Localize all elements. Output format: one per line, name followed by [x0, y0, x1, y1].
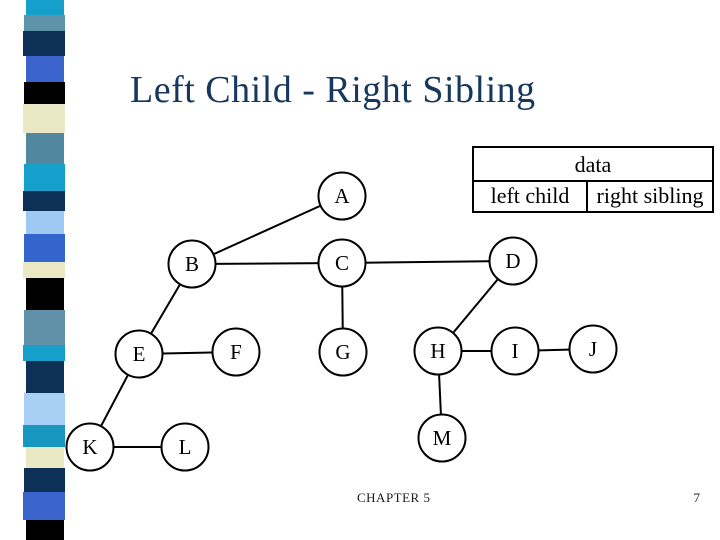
tree-node-circle-e	[114, 329, 164, 379]
ribbon-block	[24, 468, 65, 492]
ribbon-block	[24, 310, 65, 345]
tree-node-label-e: E	[133, 342, 146, 366]
tree-node-circles	[65, 171, 618, 472]
tree-node-circle-g	[318, 327, 368, 377]
table-header-data: data	[474, 148, 712, 182]
ribbon-block	[26, 133, 64, 164]
table-cell-left-child: left child	[474, 182, 588, 211]
tree-node-circle-j	[568, 324, 618, 374]
edge-b-c	[191, 262, 343, 265]
ribbon-block	[26, 447, 64, 468]
tree-node-label-j: J	[589, 337, 597, 361]
decorative-ribbon	[23, 0, 65, 540]
ribbon-block	[24, 15, 65, 31]
ribbon-block	[23, 345, 65, 361]
tree-node-label-g: G	[335, 340, 350, 364]
tree-node-circle-i	[490, 326, 540, 376]
ribbon-block	[23, 262, 65, 278]
tree-node-circle-c	[317, 238, 367, 288]
tree-edges	[89, 195, 594, 448]
tree-node-circle-a	[317, 171, 367, 221]
table-row: left child right sibling	[474, 182, 712, 211]
table-cell-right-sibling: right sibling	[596, 183, 704, 208]
ribbon-block	[23, 31, 65, 56]
ribbon-block	[23, 104, 65, 133]
tree-node-label-l: L	[179, 435, 192, 459]
ribbon-block	[24, 234, 65, 262]
tree-node-labels: A B C D E F G H I J K L M	[82, 184, 597, 459]
tree-node-label-c: C	[335, 251, 349, 275]
node-structure-table: data left child right sibling	[472, 146, 714, 213]
ribbon-block	[24, 164, 65, 191]
tree-node-label-h: H	[430, 339, 445, 363]
tree-node-label-m: M	[433, 426, 452, 450]
ribbon-block	[26, 56, 64, 82]
tree-node-label-i: I	[512, 339, 519, 363]
footer-page-number: 7	[693, 490, 701, 505]
ribbon-block	[26, 278, 64, 310]
tree-node-circle-l	[160, 422, 210, 472]
ribbon-block	[24, 393, 65, 425]
ribbon-block	[24, 82, 65, 104]
tree-node-circle-d	[488, 236, 538, 286]
tree-node-label-k: K	[82, 435, 97, 459]
ribbon-block	[26, 361, 64, 393]
tree-node-circle-k	[65, 422, 115, 472]
footer-chapter: CHAPTER 5	[357, 490, 431, 505]
ribbon-block	[26, 520, 64, 540]
tree-node-circle-h	[413, 326, 463, 376]
tree-node-label-d: D	[505, 249, 520, 273]
tree-node-circle-m	[417, 413, 467, 463]
ribbon-block	[26, 0, 64, 15]
ribbon-block	[23, 191, 65, 211]
tree-node-circle-f	[211, 327, 261, 377]
edge-c-d	[341, 260, 514, 264]
tree-node-label-a: A	[334, 184, 350, 208]
slide-title: Left Child - Right Sibling	[130, 69, 536, 111]
tree-node-label-b: B	[185, 252, 199, 276]
tree-node-label-f: F	[230, 340, 242, 364]
tree-node-circle-b	[167, 239, 217, 289]
ribbon-block	[23, 425, 65, 447]
edge-a-b	[191, 195, 343, 265]
ribbon-block	[26, 211, 64, 234]
ribbon-block	[23, 492, 65, 520]
